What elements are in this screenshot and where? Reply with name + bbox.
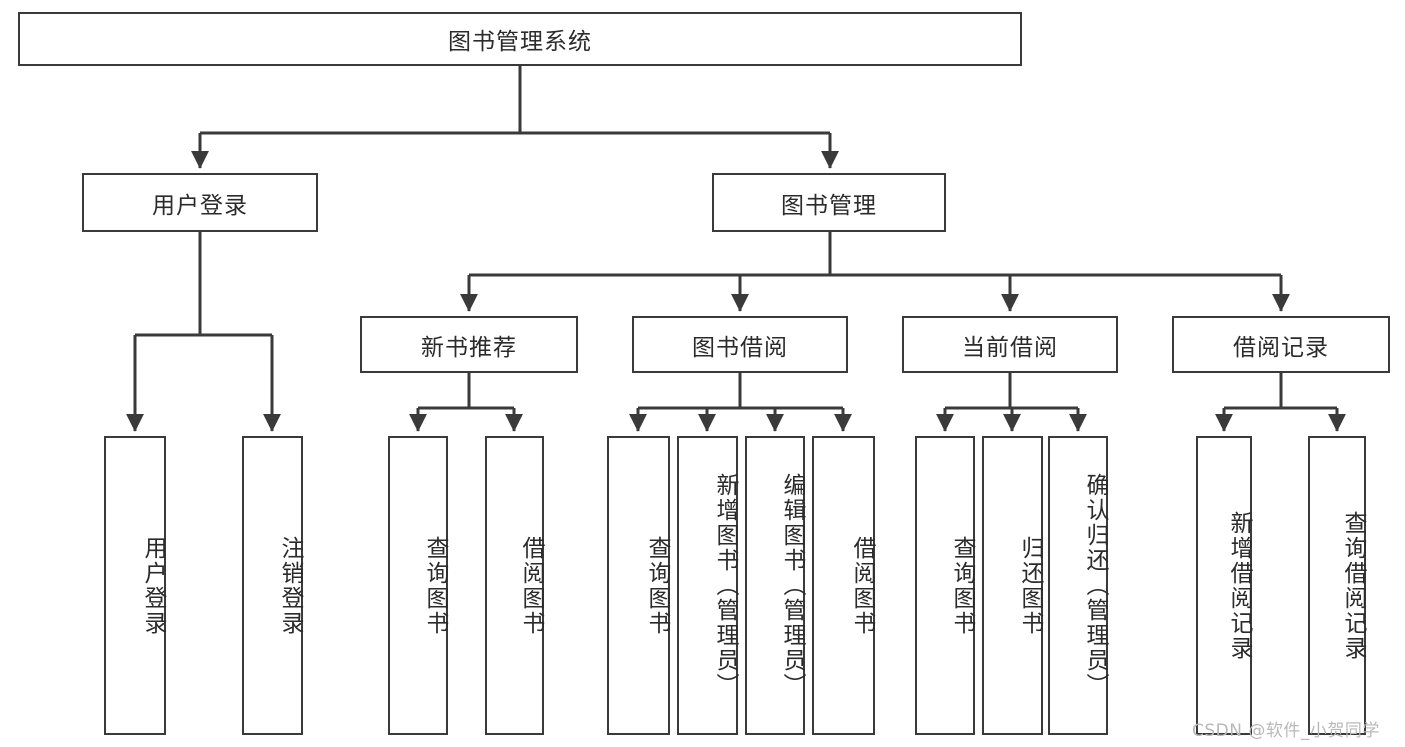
leaf-query-book-recommend-label: 查询图书 (422, 535, 448, 636)
node-book-management[interactable]: 图书管理 (712, 173, 946, 232)
node-new-book-recommend[interactable]: 新书推荐 (360, 316, 578, 373)
watermark: CSDN @软件_小贺同学 (1192, 721, 1380, 741)
node-current-borrow-label: 当前借阅 (962, 334, 1058, 361)
leaf-borrow-book-recommend[interactable]: 借阅图书 (485, 436, 544, 735)
leaf-add-book-admin-label: 新增图书（管理员） (712, 473, 738, 698)
leaf-borrow-book-label: 借阅图书 (849, 535, 875, 636)
leaf-confirm-return-admin[interactable]: 确认归还（管理员） (1048, 436, 1108, 735)
leaf-user-login-label: 用户登录 (140, 535, 166, 636)
leaf-logout[interactable]: 注销登录 (242, 436, 303, 735)
leaf-query-book-recommend[interactable]: 查询图书 (388, 436, 448, 735)
node-new-book-recommend-label: 新书推荐 (421, 334, 517, 361)
leaf-return-book-label: 归还图书 (1017, 535, 1043, 636)
node-user-login[interactable]: 用户登录 (82, 173, 318, 232)
leaf-query-book-borrow-label: 查询图书 (644, 535, 670, 636)
node-root-label: 图书管理系统 (448, 29, 592, 55)
node-book-borrow[interactable]: 图书借阅 (632, 316, 848, 373)
leaf-edit-book-admin-label: 编辑图书（管理员） (779, 473, 805, 698)
leaf-borrow-book[interactable]: 借阅图书 (812, 436, 875, 735)
leaf-edit-book-admin[interactable]: 编辑图书（管理员） (745, 436, 805, 735)
node-current-borrow[interactable]: 当前借阅 (902, 316, 1118, 373)
leaf-logout-label: 注销登录 (277, 535, 303, 636)
leaf-query-book-borrow[interactable]: 查询图书 (607, 436, 670, 735)
leaf-add-book-admin[interactable]: 新增图书（管理员） (677, 436, 738, 735)
leaf-query-borrow-record[interactable]: 查询借阅记录 (1308, 436, 1366, 735)
leaf-query-book-current-label: 查询图书 (949, 535, 975, 636)
leaf-borrow-book-recommend-label: 借阅图书 (518, 535, 544, 636)
node-borrow-record[interactable]: 借阅记录 (1172, 316, 1390, 373)
leaf-add-borrow-record[interactable]: 新增借阅记录 (1196, 436, 1252, 735)
leaf-query-borrow-record-label: 查询借阅记录 (1340, 510, 1366, 661)
node-user-login-label: 用户登录 (152, 192, 248, 219)
leaf-query-book-current[interactable]: 查询图书 (915, 436, 975, 735)
node-borrow-record-label: 借阅记录 (1233, 334, 1329, 361)
leaf-user-login[interactable]: 用户登录 (104, 436, 166, 735)
node-root[interactable]: 图书管理系统 (18, 12, 1022, 66)
leaf-confirm-return-admin-label: 确认归还（管理员） (1082, 473, 1108, 698)
leaf-add-borrow-record-label: 新增借阅记录 (1226, 510, 1252, 661)
node-book-borrow-label: 图书借阅 (692, 334, 788, 361)
node-book-management-label: 图书管理 (781, 192, 877, 219)
leaf-return-book[interactable]: 归还图书 (982, 436, 1043, 735)
